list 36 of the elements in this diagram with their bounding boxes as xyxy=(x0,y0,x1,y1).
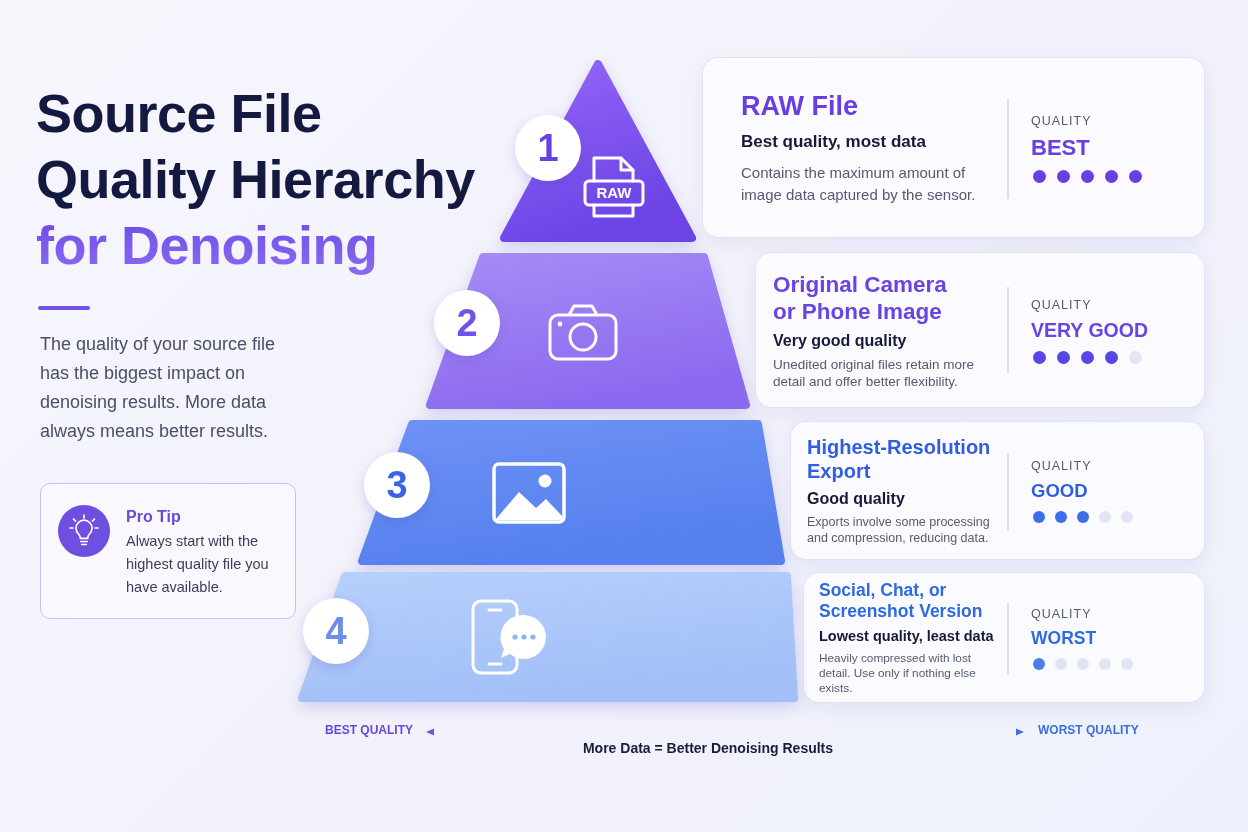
card-title: Social, Chat, or Screenshot Version xyxy=(819,579,984,622)
card-title: Original Camera or Phone Image xyxy=(773,270,948,325)
card-title: RAW File xyxy=(741,89,859,122)
rating-value: WORST xyxy=(1031,627,1097,649)
pyramid-tier xyxy=(298,572,798,702)
card-description: Unedited original files retain more detail and offer better flexibility. xyxy=(773,355,976,390)
tip-text: Always start with the highest quality file you have available. xyxy=(126,532,270,597)
description-text: The quality of your source file has the biggest impact on denoising results. More data always means better results. xyxy=(40,333,277,443)
card-description: Heavily compressed with lost detail. Use only if nothing else exists. xyxy=(819,650,977,696)
rating-value: BEST xyxy=(1031,134,1090,161)
info-card xyxy=(790,421,1205,560)
info-card xyxy=(755,252,1205,408)
axis-label: BEST QUALITY xyxy=(325,723,413,738)
card-subtitle: Best quality, most data xyxy=(741,130,927,153)
pyramid-tier xyxy=(426,253,750,409)
info-card xyxy=(702,57,1205,238)
tip-heading: Pro Tip xyxy=(126,507,182,527)
rating-label: QUALITY xyxy=(1031,112,1092,129)
rating-value: GOOD xyxy=(1031,480,1088,502)
axis-label: WORST QUALITY xyxy=(1038,723,1139,738)
card-description: Exports involve some processing and compression, reducing data. xyxy=(807,514,991,546)
card-subtitle: Lowest quality, least data xyxy=(819,626,995,646)
number-badge: 1 xyxy=(515,115,581,181)
card-description: Contains the maximum amount of image data captured by the sensor. xyxy=(741,162,977,205)
rating-label: QUALITY xyxy=(1031,458,1092,474)
axis-caption: More Data = Better Denoising Results xyxy=(582,740,834,757)
pyramid-tier xyxy=(358,420,785,565)
rating-label: QUALITY xyxy=(1031,296,1092,313)
rating-label: QUALITY xyxy=(1031,605,1092,622)
info-card xyxy=(803,572,1205,703)
card-subtitle: Very good quality xyxy=(773,330,908,351)
card-subtitle: Good quality xyxy=(807,489,906,509)
file-type-label: RAW xyxy=(596,184,632,202)
rating-value: VERY GOOD xyxy=(1031,318,1149,342)
tip-box xyxy=(40,483,296,619)
card-title: Highest-Resolution Export xyxy=(807,435,992,483)
